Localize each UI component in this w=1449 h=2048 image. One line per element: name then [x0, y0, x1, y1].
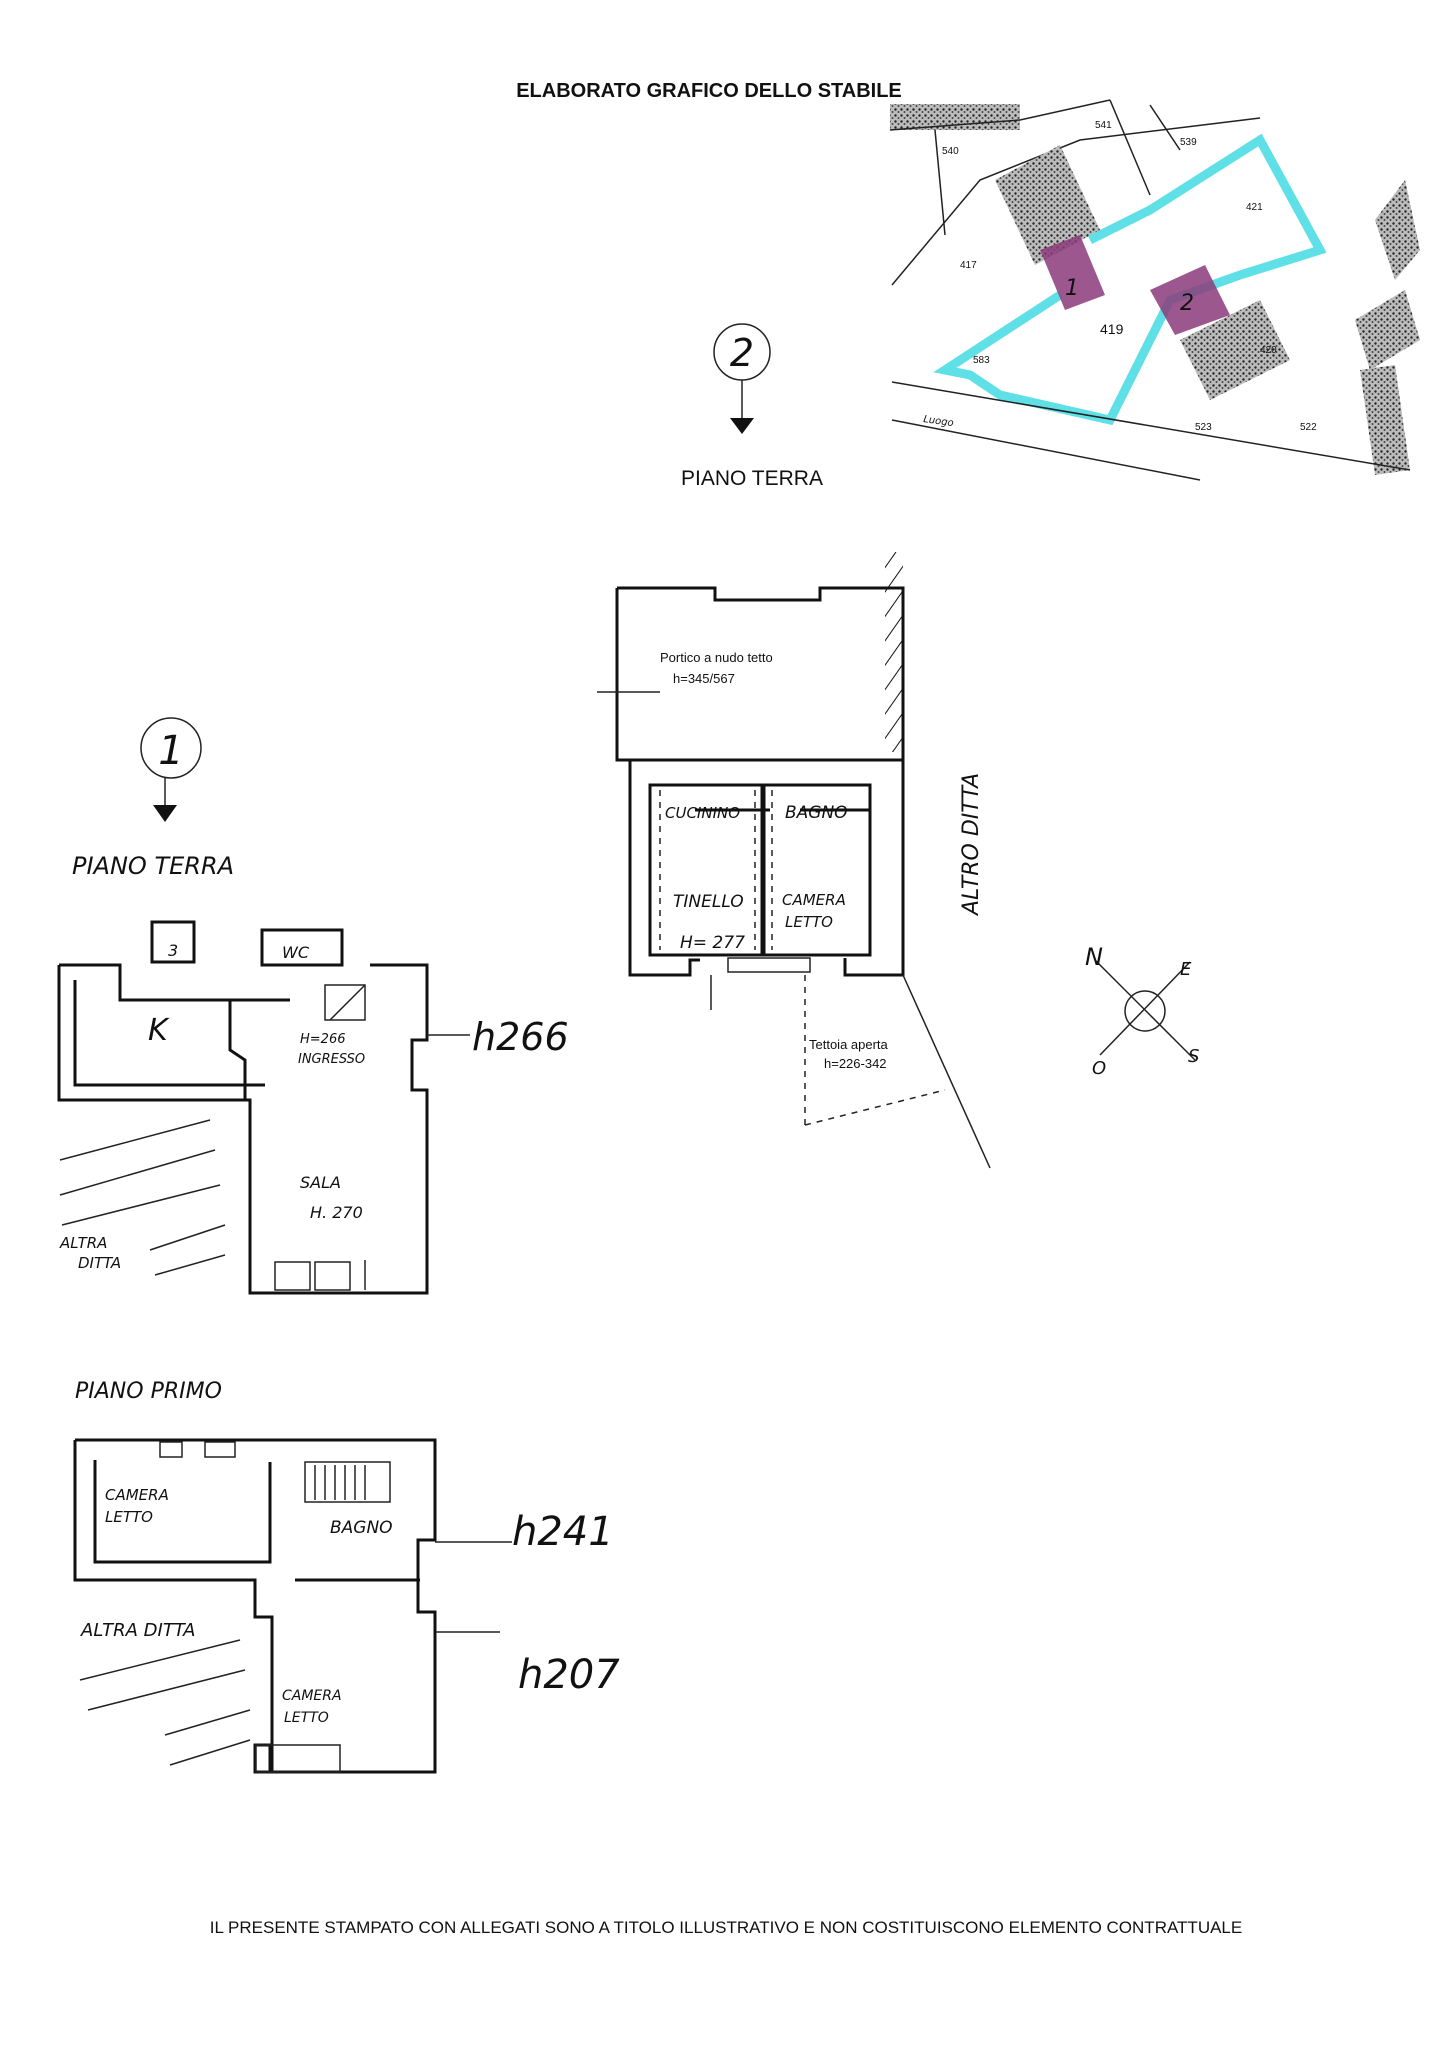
unit-1-ground-plan: 3 WC K H=266 INGRESSO SALA H. 270 h266 A… — [57, 920, 569, 1295]
compass-e: E — [1180, 959, 1192, 980]
unit-1-marker: 1 — [158, 728, 183, 774]
room-bagno: BAGNO — [785, 803, 848, 823]
unit-2-plan: Portico a nudo tetto h=345/567 CUCININO … — [597, 552, 991, 1169]
parcel-label: 541 — [1095, 120, 1112, 131]
room-k: K — [148, 1013, 170, 1048]
neighbor-label: ALTRA DITTA — [80, 1620, 195, 1641]
street-label: Luogo — [923, 414, 955, 429]
neighbor-label: DITTA — [78, 1254, 121, 1272]
room-wc: WC — [282, 943, 310, 962]
height-note-h241: h241 — [512, 1509, 614, 1555]
compass-rose: N E S O — [1085, 943, 1199, 1079]
arrow-down-icon — [730, 418, 754, 434]
neighbor-label: ALTRO DITTA — [959, 773, 984, 917]
footer-disclaimer: IL PRESENTE STAMPATO CON ALLEGATI SONO A… — [210, 1918, 1242, 1937]
unit-1-first-plan: CAMERA LETTO BAGNO CAMERA LETTO h241 h20… — [73, 1438, 620, 1774]
parcel-label: 420 — [1260, 345, 1277, 356]
arrow-down-icon — [153, 805, 177, 822]
height-note-h266: h266 — [472, 1015, 569, 1059]
height-note-h207: h207 — [518, 1652, 620, 1698]
room-bagno: BAGNO — [330, 1518, 393, 1538]
ingresso-height: H=266 — [300, 1032, 345, 1047]
map-building-1: 1 — [1065, 276, 1079, 301]
unit-1-marker-circle — [140, 717, 202, 779]
parcel-label: 583 — [973, 355, 990, 366]
room-ingresso: INGRESSO — [298, 1052, 365, 1067]
unit-2-floor-label: PIANO TERRA — [681, 467, 823, 490]
storage-label: 3 — [168, 941, 178, 960]
sala-height: H. 270 — [310, 1203, 363, 1222]
parcel-label: 539 — [1180, 137, 1197, 148]
room-letto: LETTO — [785, 913, 833, 931]
room-sala: SALA — [300, 1173, 341, 1192]
sheet-title: ELABORATO GRAFICO DELLO STABILE — [516, 80, 902, 102]
tinello-height: H= 277 — [680, 933, 745, 953]
parcel-label: 421 — [1246, 202, 1263, 213]
portico-label: Portico a nudo tetto — [660, 650, 773, 665]
tettoia-height: h=226-342 — [824, 1056, 887, 1071]
unit-2-marker: 2 — [730, 331, 754, 375]
tettoia-label: Tettoia aperta — [809, 1037, 889, 1052]
room-cucinino: CUCININO — [665, 804, 740, 822]
room-camera: CAMERA — [782, 891, 846, 909]
portico-height: h=345/567 — [673, 671, 735, 686]
parcel-label: 419 — [1100, 321, 1124, 337]
room-tinello: TINELLO — [673, 892, 744, 912]
parcel-label: 523 — [1195, 422, 1212, 433]
room-letto-2: LETTO — [284, 1710, 329, 1726]
room-camera-1: CAMERA — [105, 1486, 169, 1504]
cadastral-map: 1 2 540 541 539 421 417 419 583 420 523 … — [889, 99, 1420, 481]
parcel-label: 522 — [1300, 422, 1317, 433]
compass-s: S — [1188, 1046, 1199, 1067]
room-letto-1: LETTO — [105, 1508, 153, 1526]
map-building-2: 2 — [1180, 291, 1194, 316]
neighbor-label: ALTRA — [59, 1234, 107, 1252]
parcel-label: 540 — [942, 146, 959, 157]
compass-n: N — [1085, 943, 1103, 971]
first-floor-label: PIANO PRIMO — [75, 1379, 222, 1404]
compass-o: O — [1092, 1058, 1106, 1079]
room-camera-2: CAMERA — [282, 1688, 342, 1704]
unit-1-floor-label: PIANO TERRA — [72, 852, 234, 880]
parcel-label: 417 — [960, 260, 977, 271]
